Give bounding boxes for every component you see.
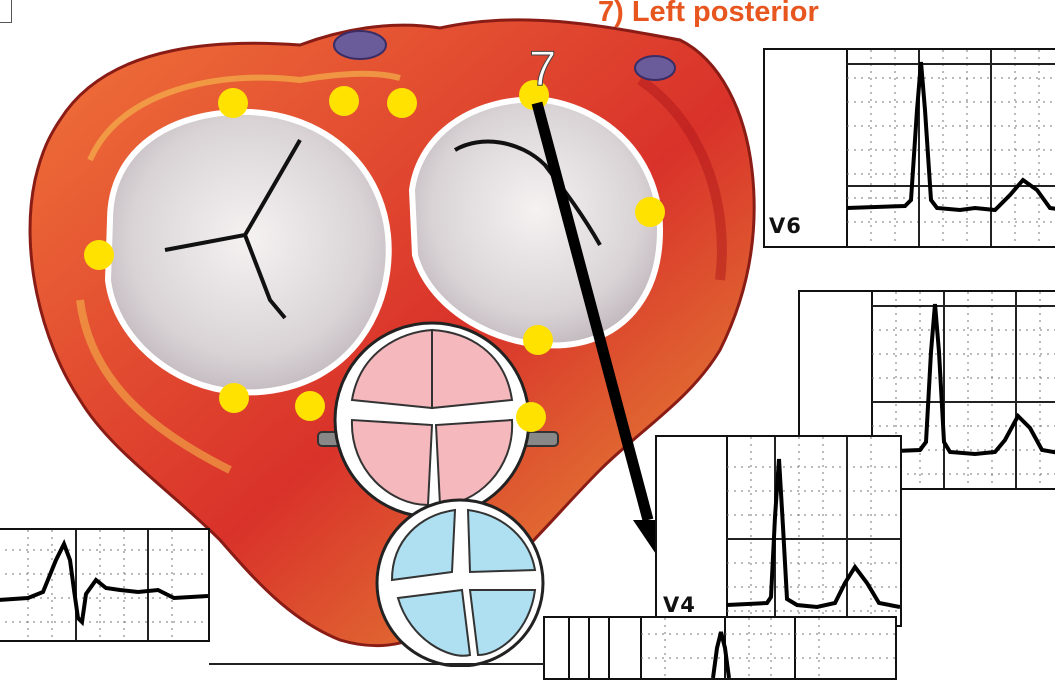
- lead-title: 7) Left posterior: [598, 0, 819, 29]
- vessel-top-left: [334, 31, 386, 59]
- ecg-trace-left: [0, 530, 208, 640]
- ecg-panel-v6: V6: [763, 48, 1055, 248]
- lead-label-v4: V4: [663, 593, 696, 617]
- ecg-panel-v4: V4: [655, 435, 902, 627]
- aortic-valve: [377, 500, 543, 666]
- bottom-rule: [209, 663, 544, 665]
- vessel-top-right: [635, 56, 675, 80]
- mitral-valve: [412, 100, 660, 346]
- ecg-panel-left: [0, 528, 210, 642]
- ecg-trace-v6: [765, 50, 1055, 246]
- tricuspid-valve: [108, 112, 389, 393]
- ecg-panel-bottom: [543, 616, 897, 680]
- ecg-trace-bottom: [545, 618, 895, 678]
- electrode-number: 7: [529, 41, 556, 97]
- lead-label-v6: V6: [769, 214, 802, 238]
